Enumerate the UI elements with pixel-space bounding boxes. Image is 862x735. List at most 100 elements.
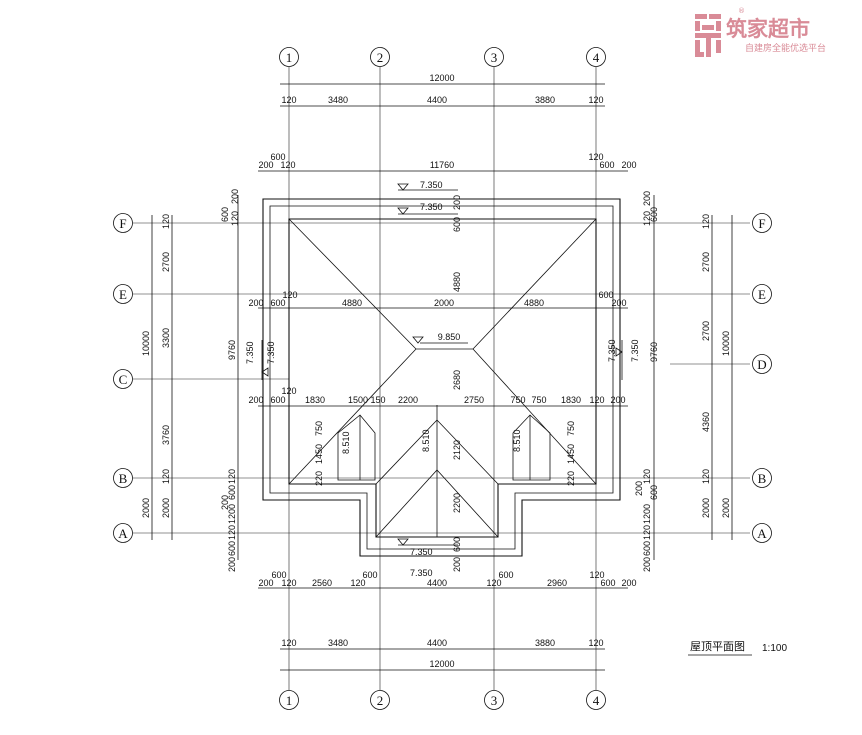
svg-text:120: 120 [281, 578, 296, 588]
svg-text:7.350: 7.350 [630, 339, 640, 362]
svg-text:200: 200 [611, 298, 626, 308]
elevation-dormer-mid: 8.510 [421, 429, 431, 452]
svg-text:8.510: 8.510 [512, 429, 522, 452]
svg-text:2680: 2680 [452, 370, 462, 390]
svg-text:120: 120 [589, 395, 604, 405]
axis-bubble-col-4-bottom: 4 [586, 690, 606, 710]
axis-bubble-row-E-right: E [752, 284, 772, 304]
svg-text:200: 200 [258, 578, 273, 588]
axis-bubble-row-D-right: D [752, 354, 772, 374]
svg-text:2: 2 [377, 50, 384, 65]
svg-text:1: 1 [286, 50, 293, 65]
axis-bubble-col-3-top: 3 [484, 47, 504, 67]
svg-text:2000: 2000 [434, 298, 454, 308]
brand-logo: 筑家超市 自建房全能优选平台 ® [695, 7, 826, 57]
svg-text:600: 600 [452, 217, 462, 232]
axis-bubble-col-1-top: 1 [279, 47, 299, 67]
svg-text:7.350: 7.350 [410, 547, 433, 557]
svg-text:C: C [119, 372, 128, 387]
right-dimensions: 10000 120 2700 2700 4360 120 2000 2000 9… [634, 191, 733, 572]
svg-text:1830: 1830 [305, 395, 325, 405]
axis-bubble-row-C-left: C [113, 369, 133, 389]
svg-text:200: 200 [258, 160, 273, 170]
axis-bubble-row-B-right: B [752, 468, 772, 488]
svg-text:3880: 3880 [535, 95, 555, 105]
elevation-markers: 9.850 7.350 7.350 7.350 7.350 7.350 7.35… [245, 180, 640, 578]
svg-text:7.350: 7.350 [420, 202, 443, 212]
svg-text:9760: 9760 [227, 340, 237, 360]
svg-text:1450: 1450 [566, 444, 576, 464]
svg-text:120: 120 [642, 525, 652, 540]
axis-bubble-col-3-bottom: 3 [484, 690, 504, 710]
axis-bubble-col-2-top: 2 [370, 47, 390, 67]
svg-text:600: 600 [270, 298, 285, 308]
svg-text:7.350: 7.350 [410, 568, 433, 578]
svg-text:120: 120 [701, 469, 711, 484]
svg-text:12000: 12000 [429, 73, 454, 83]
svg-text:600: 600 [649, 207, 659, 222]
svg-text:150: 150 [370, 395, 385, 405]
svg-text:220: 220 [566, 471, 576, 486]
elevation-dormer-right: 8.510 [512, 429, 522, 452]
svg-text:120: 120 [486, 578, 501, 588]
svg-text:200: 200 [634, 481, 644, 496]
axis-bubble-row-A-right: A [752, 523, 772, 543]
svg-text:600: 600 [642, 541, 652, 556]
svg-text:3: 3 [491, 50, 498, 65]
logo-mark-icon [695, 14, 721, 57]
svg-text:2000: 2000 [721, 498, 731, 518]
svg-text:200: 200 [227, 557, 237, 572]
svg-text:120: 120 [230, 211, 240, 226]
svg-text:2000: 2000 [161, 498, 171, 518]
svg-text:B: B [758, 471, 767, 486]
svg-text:120: 120 [588, 152, 603, 162]
left-dimensions: 10000 120 2700 3300 3760 120 2000 2000 9… [141, 189, 240, 572]
svg-text:2560: 2560 [312, 578, 332, 588]
svg-text:200: 200 [220, 495, 230, 510]
svg-text:7.350: 7.350 [420, 180, 443, 190]
svg-text:8.510: 8.510 [421, 429, 431, 452]
svg-text:7.350: 7.350 [607, 339, 617, 362]
svg-text:750: 750 [314, 421, 324, 436]
svg-text:200: 200 [621, 578, 636, 588]
middle-dimensions: 200 600 120 4880 2000 4880 600 200 4880 … [248, 195, 628, 572]
svg-text:4: 4 [593, 50, 600, 65]
svg-text:10000: 10000 [721, 331, 731, 356]
axis-bubble-row-A-left: A [113, 523, 133, 543]
svg-text:750: 750 [531, 395, 546, 405]
svg-text:600: 600 [498, 570, 513, 580]
elevation-eave-bot-a: 7.350 [397, 538, 458, 557]
elevation-dormer-left: 8.510 [341, 431, 351, 454]
svg-text:7.350: 7.350 [245, 341, 255, 364]
svg-text:120: 120 [642, 211, 652, 226]
svg-text:3300: 3300 [161, 328, 171, 348]
elevation-eave-bot-b: 7.350 [410, 568, 433, 578]
svg-text:600: 600 [600, 578, 615, 588]
svg-text:120: 120 [642, 469, 652, 484]
svg-text:220: 220 [314, 471, 324, 486]
axis-bubble-row-F-left: F [113, 213, 133, 233]
svg-text:600: 600 [362, 570, 377, 580]
svg-text:12000: 12000 [429, 659, 454, 669]
svg-text:120: 120 [227, 469, 237, 484]
axis-bubble-col-1-bottom: 1 [279, 690, 299, 710]
bottom-dimensions: 200 600 120 2560 600 120 4400 120 600 29… [258, 570, 637, 671]
svg-text:4400: 4400 [427, 638, 447, 648]
svg-text:2: 2 [377, 693, 384, 708]
svg-text:120: 120 [281, 638, 296, 648]
svg-text:E: E [758, 287, 766, 302]
svg-text:4400: 4400 [427, 578, 447, 588]
svg-text:4400: 4400 [427, 95, 447, 105]
svg-text:2200: 2200 [452, 493, 462, 513]
svg-text:200: 200 [642, 191, 652, 206]
svg-text:600: 600 [270, 395, 285, 405]
caption-scale: 1:100 [762, 643, 787, 654]
svg-text:200: 200 [230, 189, 240, 204]
svg-text:750: 750 [566, 421, 576, 436]
elevation-eave-top-a: 7.350 [397, 180, 458, 191]
svg-text:200: 200 [621, 160, 636, 170]
svg-text:200: 200 [248, 395, 263, 405]
svg-text:120: 120 [281, 95, 296, 105]
svg-text:120: 120 [350, 578, 365, 588]
svg-text:120: 120 [280, 160, 295, 170]
